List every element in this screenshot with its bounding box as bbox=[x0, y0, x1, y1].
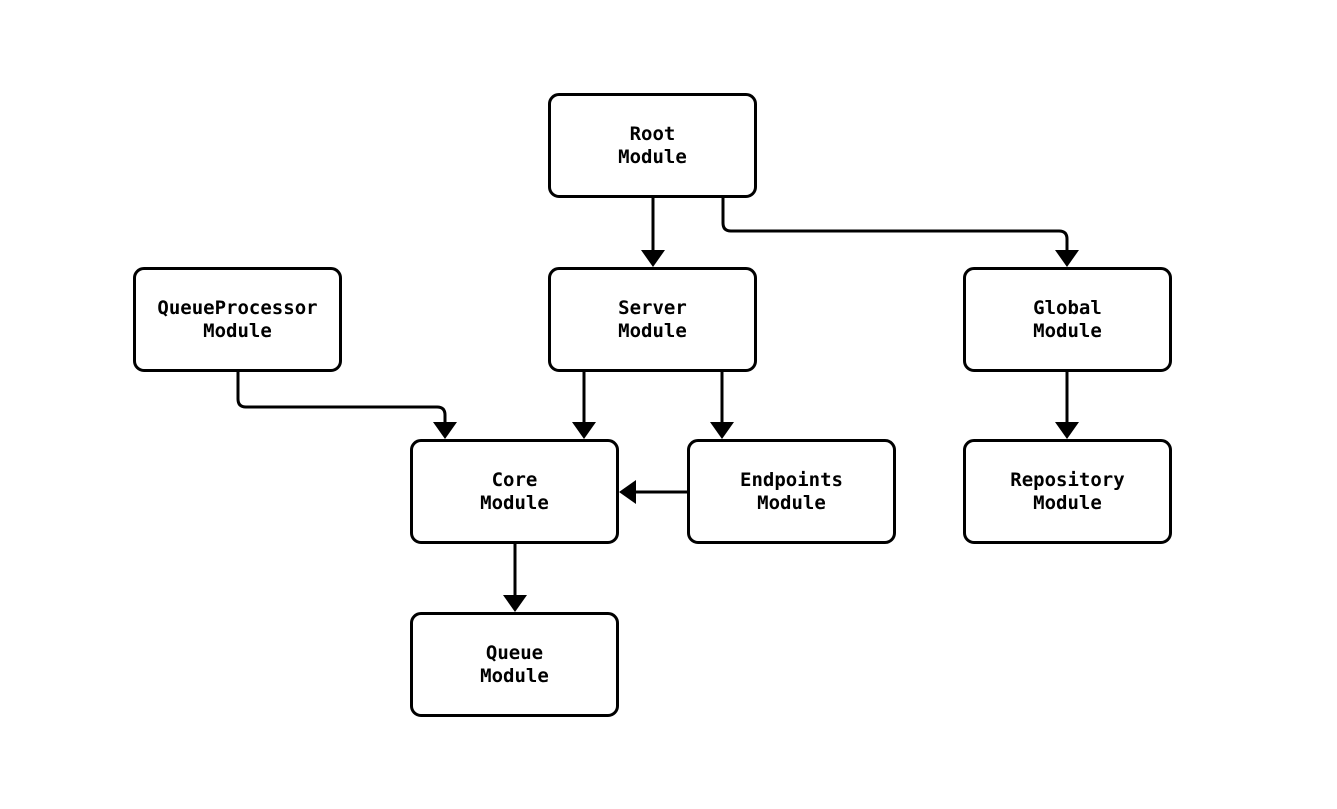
arrowhead-icon bbox=[1055, 250, 1079, 267]
edge-line bbox=[236, 372, 447, 423]
node-label-line2: Module bbox=[480, 664, 549, 687]
node-label-line1: Queue bbox=[485, 641, 544, 664]
edge-queueprocessor-core bbox=[236, 372, 457, 439]
node-label-line2: Module bbox=[203, 319, 272, 342]
edge-root-server bbox=[641, 198, 665, 267]
node-label-line2: Module bbox=[618, 145, 687, 168]
arrowhead-icon bbox=[710, 422, 734, 439]
arrowhead-icon bbox=[619, 480, 636, 504]
edge-global-repository bbox=[1055, 372, 1079, 439]
edge-endpoints-core bbox=[619, 480, 687, 504]
node-label-line1: Global bbox=[1033, 296, 1102, 319]
arrowhead-icon bbox=[641, 250, 665, 267]
node-label-line1: Endpoints bbox=[740, 468, 843, 491]
node-label-line1: Core bbox=[491, 468, 538, 491]
edge-server-core bbox=[572, 372, 596, 439]
node-queueprocessor-module[interactable]: QueueProcessor Module bbox=[133, 267, 342, 372]
node-global-module[interactable]: Global Module bbox=[963, 267, 1172, 372]
node-root-module[interactable]: Root Module bbox=[548, 93, 757, 198]
node-endpoints-module[interactable]: Endpoints Module bbox=[687, 439, 896, 544]
node-server-module[interactable]: Server Module bbox=[548, 267, 757, 372]
edge-line bbox=[721, 198, 1069, 251]
node-label-line1: Root bbox=[629, 122, 676, 145]
arrowhead-icon bbox=[433, 422, 457, 439]
node-queue-module[interactable]: Queue Module bbox=[410, 612, 619, 717]
arrowhead-icon bbox=[1055, 422, 1079, 439]
node-label-line1: QueueProcessor bbox=[157, 296, 318, 319]
node-label-line1: Server bbox=[618, 296, 687, 319]
node-label-line2: Module bbox=[1033, 319, 1102, 342]
edge-root-global bbox=[721, 198, 1079, 267]
arrowhead-icon bbox=[503, 595, 527, 612]
node-label-line2: Module bbox=[757, 491, 826, 514]
node-core-module[interactable]: Core Module bbox=[410, 439, 619, 544]
edge-server-endpoints bbox=[710, 372, 734, 439]
node-label-line2: Module bbox=[480, 491, 549, 514]
node-repository-module[interactable]: Repository Module bbox=[963, 439, 1172, 544]
node-label-line2: Module bbox=[618, 319, 687, 342]
arrowhead-icon bbox=[572, 422, 596, 439]
node-label-line2: Module bbox=[1033, 491, 1102, 514]
node-label-line1: Repository bbox=[1010, 468, 1125, 491]
edge-core-queue bbox=[503, 544, 527, 612]
